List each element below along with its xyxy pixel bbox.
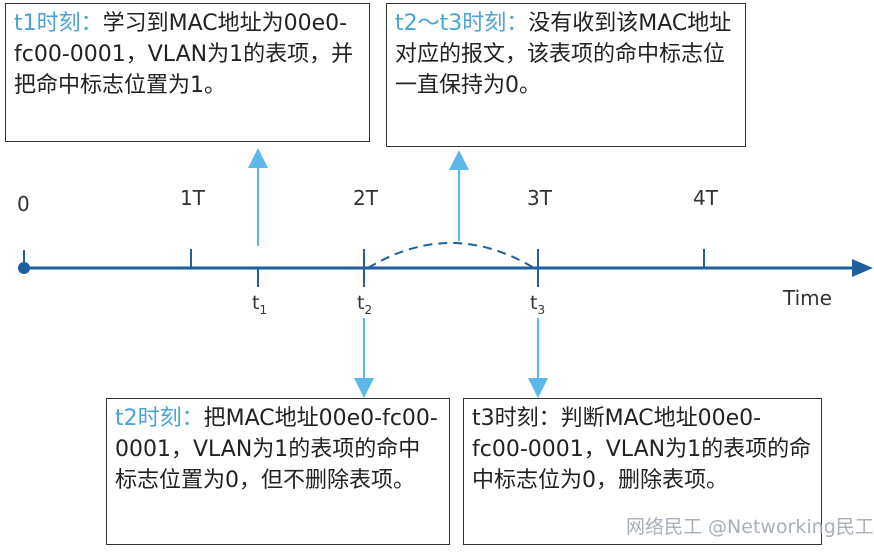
- event-label-t3: t3: [530, 292, 546, 317]
- t2-t3-dashed-arc: [367, 242, 535, 269]
- callout-t2-text: 把MAC地址00e0-fc00-0001，VLAN为1的表项的命中标志位置为0，…: [115, 406, 438, 493]
- callout-t1-label: t1时刻：: [14, 11, 103, 36]
- callout-t3-label: t3时刻：: [472, 406, 561, 431]
- event-label-t2: t2: [357, 292, 373, 317]
- callout-t2-label: t2时刻：: [115, 406, 204, 431]
- time-axis-label: Time: [783, 286, 832, 310]
- tick-label-2t: 2T: [353, 186, 378, 210]
- callout-t1: t1时刻：学习到MAC地址为00e0-fc00-0001，VLAN为1的表项，并…: [5, 3, 370, 142]
- tick-label-1t: 1T: [180, 186, 205, 210]
- callout-t2-t3-label: t2～t3时刻：: [395, 11, 529, 36]
- watermark: 网络民工 @Networking民工: [626, 516, 874, 538]
- tick-label-4t: 4T: [693, 186, 718, 210]
- callout-t2: t2时刻：把MAC地址00e0-fc00-0001，VLAN为1的表项的命中标志…: [106, 398, 450, 545]
- tick-label-3t: 3T: [527, 186, 552, 210]
- callout-t2-t3: t2～t3时刻：没有收到该MAC地址对应的报文，该表项的命中标志位一直保持为0。: [386, 3, 746, 147]
- callout-t3: t3时刻：判断MAC地址00e0-fc00-0001，VLAN为1的表项的命中标…: [463, 398, 822, 545]
- time-axis-arrowhead: [852, 259, 873, 277]
- callout-t3-text: 判断MAC地址00e0-fc00-0001，VLAN为1的表项的命中标志位为0，…: [472, 406, 812, 493]
- tick-label-0: 0: [17, 192, 30, 216]
- callout-t1-text: 学习到MAC地址为00e0-fc00-0001，VLAN为1的表项，并把命中标志…: [14, 11, 354, 98]
- callout-t2-t3-text: 没有收到该MAC地址对应的报文，该表项的命中标志位一直保持为0。: [395, 11, 732, 98]
- event-label-t1: t1: [252, 292, 268, 317]
